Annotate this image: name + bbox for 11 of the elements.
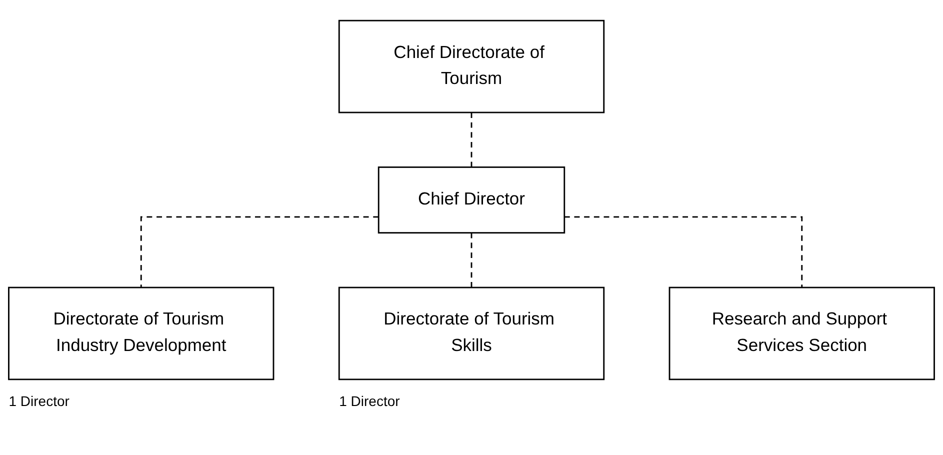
beside-text: 1 Director (339, 393, 400, 410)
node-box: Chief Director (378, 166, 566, 234)
connector (140, 216, 379, 288)
beside-text: 1 Director (8, 393, 70, 410)
connector (470, 232, 472, 288)
node-box: Directorate of Tourism Industry Development (8, 286, 274, 380)
connector (470, 112, 472, 168)
node-box: Directorate of Tourism Skills (338, 286, 605, 380)
connector (564, 216, 803, 288)
node-box: Research and Support Services Section (668, 286, 935, 380)
node-box: Chief Directorate of Tourism (338, 20, 605, 114)
